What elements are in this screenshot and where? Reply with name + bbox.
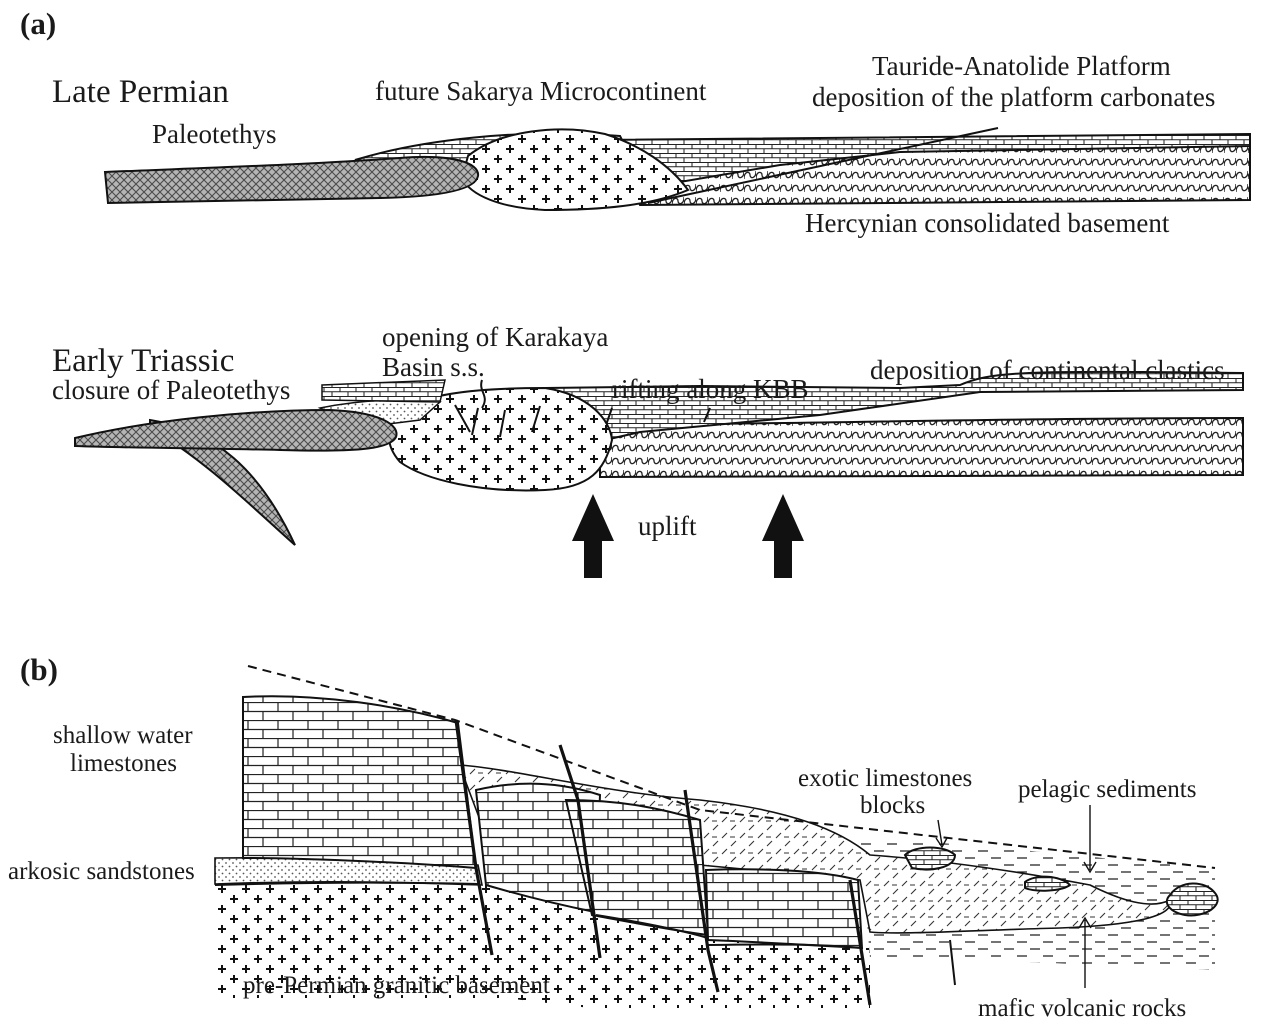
mafic-volcanic-label: mafic volcanic rocks	[978, 995, 1186, 1022]
pelagic-sediments-label: pelagic sediments	[1018, 776, 1196, 803]
hercynian-basement-label: Hercynian consolidated basement	[805, 208, 1170, 238]
opening-karakaya-label: opening of Karakaya	[382, 322, 608, 352]
sakarya-microcontinent-label: future Sakarya Microcontinent	[375, 76, 707, 106]
panel-b-label: (b)	[20, 652, 58, 687]
uplift-label: uplift	[638, 511, 697, 541]
exotic-limestones-label: exotic limestones	[798, 765, 972, 792]
tauride-platform-label: Tauride-Anatolide Platform	[872, 51, 1171, 81]
exotic-blocks-label: blocks	[860, 792, 925, 819]
granitic-basement-label: pre-Permian granitic basement	[243, 972, 550, 999]
limestones-label: limestones	[70, 750, 177, 777]
panel-a-label: (a)	[20, 6, 56, 41]
uplift-arrow-left-icon	[572, 494, 614, 578]
closure-paleotethys-label: closure of Paleotethys	[52, 375, 290, 405]
shallow-limestone-block-1	[243, 696, 476, 868]
late-permian-section	[105, 128, 1250, 210]
paleotethys-oceanic-slab	[105, 157, 478, 203]
continental-clastics-label: deposition of continental clastics	[870, 355, 1225, 385]
arkosic-sandstones-label: arkosic sandstones	[8, 858, 195, 885]
rifting-kbb-label: rifting along KBB	[612, 374, 809, 404]
early-triassic-title: Early Triassic	[52, 343, 234, 379]
basin-ss-label: Basin s.s.	[382, 352, 485, 382]
shallow-limestone-block-4	[706, 869, 862, 948]
uplift-arrow-right-icon	[762, 494, 804, 578]
paleotethys-label: Paleotethys	[152, 119, 276, 149]
subducting-slab-upper	[75, 410, 396, 451]
panel-b-cross-section	[215, 666, 1218, 1008]
exotic-limestone-block-1	[905, 848, 955, 870]
shallow-water-label: shallow water	[53, 722, 193, 749]
platform-carbonates-label: deposition of the platform carbonates	[812, 82, 1215, 112]
triassic-limestone-wedge	[322, 380, 445, 402]
late-permian-title: Late Permian	[52, 74, 229, 110]
